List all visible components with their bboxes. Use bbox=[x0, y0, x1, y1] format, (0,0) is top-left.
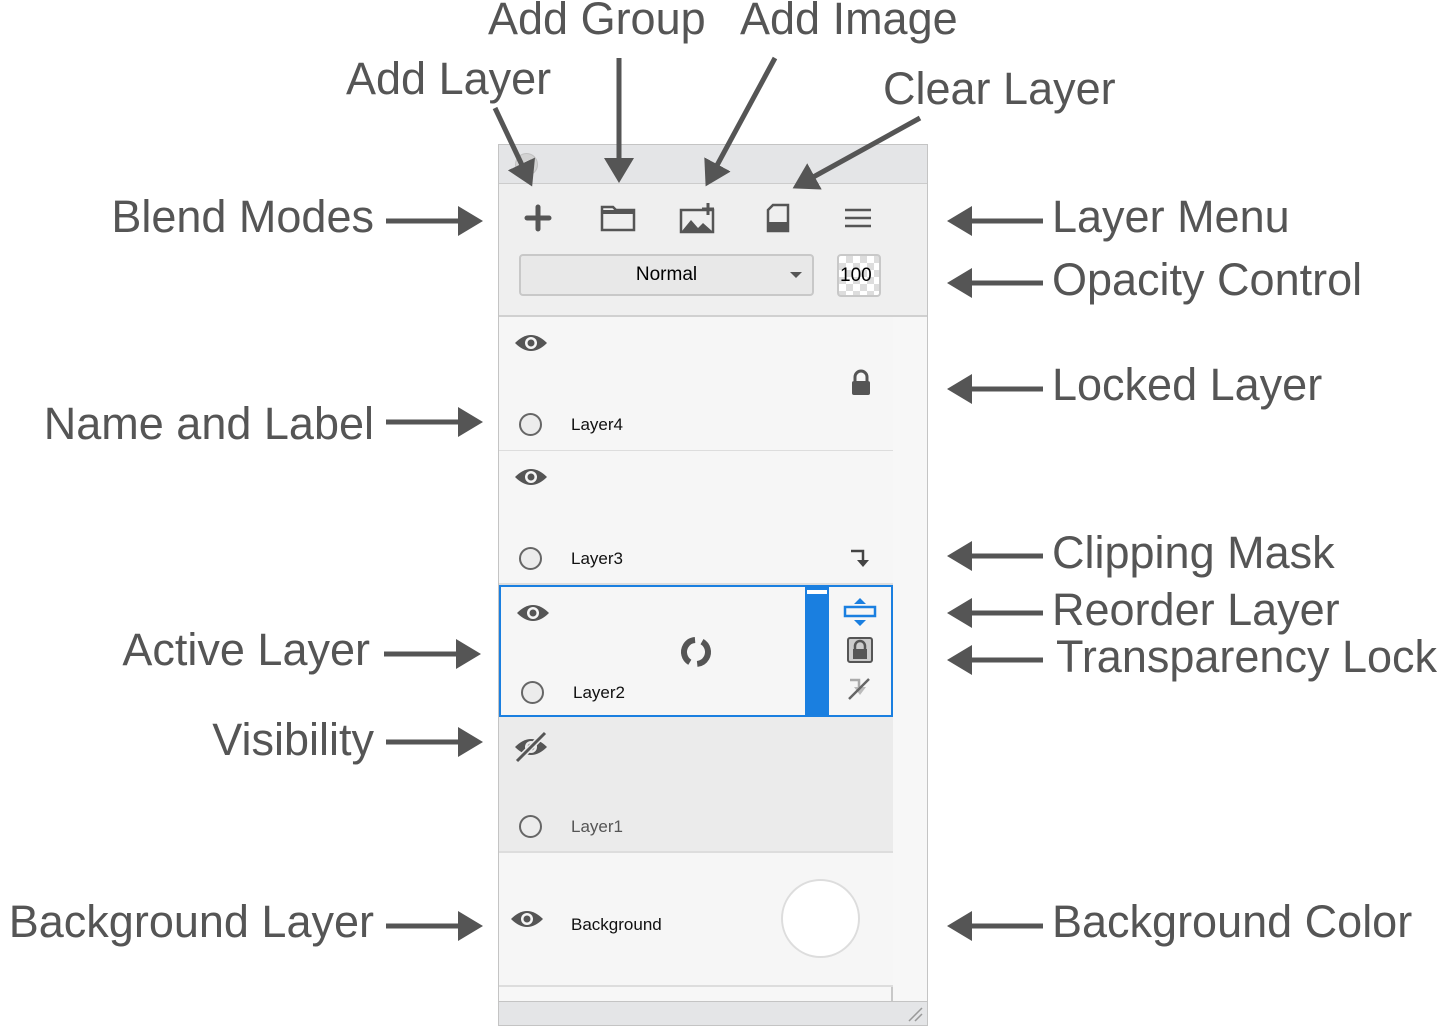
layer-name[interactable]: Layer4 bbox=[571, 415, 623, 434]
layer-select-radio[interactable] bbox=[519, 413, 542, 436]
plus-icon bbox=[524, 204, 552, 232]
hamburger-menu-icon bbox=[845, 208, 871, 228]
layer-name[interactable]: Layer1 bbox=[571, 817, 623, 836]
background-layer-row[interactable]: Background bbox=[499, 853, 893, 987]
label-name-and-label: Name and Label bbox=[43, 398, 374, 449]
layer-name[interactable]: Background bbox=[571, 915, 662, 934]
clipping-toggle-icon[interactable] bbox=[847, 677, 873, 703]
handle-grip bbox=[806, 589, 828, 595]
toolbar: Normal 100 bbox=[499, 184, 927, 317]
add-group-button[interactable] bbox=[598, 200, 638, 236]
layer-menu-button[interactable] bbox=[838, 200, 878, 236]
eye-icon[interactable] bbox=[509, 907, 545, 931]
loading-spinner-icon bbox=[681, 637, 711, 667]
eye-hidden-icon[interactable] bbox=[513, 731, 549, 763]
layer-select-radio[interactable] bbox=[519, 547, 542, 570]
eye-icon[interactable] bbox=[513, 465, 549, 489]
layer-select-radio[interactable] bbox=[521, 681, 544, 704]
layer-row[interactable]: Layer3 bbox=[499, 451, 893, 585]
reorder-icon[interactable] bbox=[843, 597, 877, 627]
label-active-layer: Active Layer bbox=[122, 624, 370, 675]
add-image-button[interactable] bbox=[678, 200, 718, 236]
layers-panel: Normal 100 Layer4 Layer3 Layer2 bbox=[498, 144, 928, 1026]
status-bar bbox=[499, 1001, 927, 1025]
layer-select-radio[interactable] bbox=[519, 815, 542, 838]
clear-layer-button[interactable] bbox=[758, 200, 798, 236]
arrow-add-layer bbox=[492, 106, 536, 187]
scrollbar[interactable] bbox=[893, 317, 927, 1001]
background-color-swatch[interactable] bbox=[781, 879, 860, 958]
layer-name[interactable]: Layer3 bbox=[571, 549, 623, 568]
layer-row-active[interactable]: Layer2 bbox=[499, 585, 893, 717]
blend-mode-select[interactable]: Normal bbox=[519, 254, 814, 296]
label-add-group: Add Group bbox=[488, 0, 706, 44]
label-reorder-layer: Reorder Layer bbox=[1052, 584, 1340, 635]
label-add-layer: Add Layer bbox=[346, 53, 552, 104]
clipping-mask-icon[interactable] bbox=[849, 547, 871, 569]
layer-list: Layer4 Layer3 Layer2 Layer1 bbox=[499, 317, 893, 1001]
label-blend-modes: Blend Modes bbox=[111, 191, 374, 242]
label-opacity-control: Opacity Control bbox=[1052, 254, 1363, 305]
reorder-drag-handle[interactable] bbox=[805, 587, 829, 715]
folder-icon bbox=[600, 205, 636, 232]
transparency-lock-icon[interactable] bbox=[847, 637, 873, 663]
label-visibility: Visibility bbox=[212, 714, 374, 765]
label-background-layer: Background Layer bbox=[8, 896, 374, 947]
resize-grip-icon[interactable] bbox=[907, 1006, 923, 1022]
arrow-add-image bbox=[704, 56, 778, 187]
blend-mode-value: Normal bbox=[635, 264, 698, 285]
eraser-icon bbox=[766, 203, 790, 233]
image-plus-icon bbox=[679, 203, 715, 234]
layer-name[interactable]: Layer2 bbox=[573, 683, 625, 702]
layer-row[interactable]: Layer1 bbox=[499, 717, 893, 853]
add-layer-button[interactable] bbox=[518, 200, 558, 236]
label-add-image: Add Image bbox=[740, 0, 958, 44]
label-background-color: Background Color bbox=[1052, 896, 1413, 947]
chevron-down-icon bbox=[790, 272, 802, 278]
label-transparency-lock: Transparency Lock bbox=[1056, 631, 1438, 682]
opacity-input[interactable]: 100 bbox=[837, 254, 881, 297]
arrow-clear-layer bbox=[792, 115, 922, 190]
eye-icon[interactable] bbox=[513, 331, 549, 355]
label-layer-menu: Layer Menu bbox=[1052, 191, 1290, 242]
label-clipping-mask: Clipping Mask bbox=[1052, 527, 1335, 578]
eye-icon[interactable] bbox=[515, 601, 551, 625]
label-locked-layer: Locked Layer bbox=[1052, 359, 1323, 410]
label-clear-layer: Clear Layer bbox=[883, 63, 1116, 114]
lock-icon[interactable] bbox=[849, 369, 873, 397]
